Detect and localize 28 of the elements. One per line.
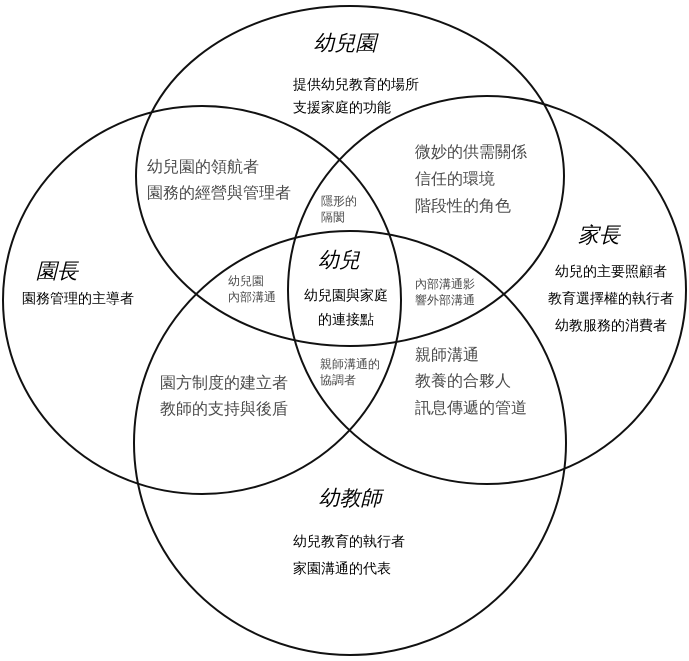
region-label: 微妙的供需關係	[415, 142, 527, 162]
role-text: 幼兒的主要照顧者	[554, 263, 668, 281]
region-label: 內部溝通影響外部溝通	[415, 276, 476, 308]
role-text: 園務管理的主導者	[22, 290, 134, 308]
region-label: 幼兒園內部溝通	[228, 273, 277, 305]
region-title: 幼兒	[318, 247, 360, 273]
role-text: 幼兒園與家庭的連接點	[303, 287, 389, 330]
circle-title: 幼教師	[300, 485, 400, 511]
role-text: 幼兒教育的執行者	[293, 533, 405, 551]
role-text: 家園溝通的代表	[293, 560, 391, 578]
region-label: 訊息傳遞的管道	[415, 398, 527, 418]
circle-title: 幼兒園	[290, 30, 400, 56]
role-text: 幼教服務的消費者	[554, 317, 668, 335]
region-label: 幼兒園的領航者	[147, 157, 259, 177]
region-label: 隱形的隔閡	[321, 193, 358, 225]
region-label: 親師溝通	[415, 345, 479, 365]
region-label: 教師的支持與後盾	[160, 399, 288, 419]
region-label: 親師溝通的協調者	[320, 356, 381, 388]
role-text: 提供幼兒教育的場所	[293, 76, 419, 94]
role-text: 支援家庭的功能	[293, 99, 391, 117]
region-label: 教養的合夥人	[415, 371, 511, 391]
circle-title: 家長	[577, 222, 622, 248]
region-label: 園務的經營與管理者	[147, 183, 291, 203]
circle-title: 園長	[36, 258, 78, 284]
region-label: 階段性的角色	[415, 196, 511, 216]
region-label: 園方制度的建立者	[160, 373, 288, 393]
region-label: 信任的環境	[415, 169, 495, 189]
role-text: 教育選擇權的執行者	[547, 290, 675, 308]
